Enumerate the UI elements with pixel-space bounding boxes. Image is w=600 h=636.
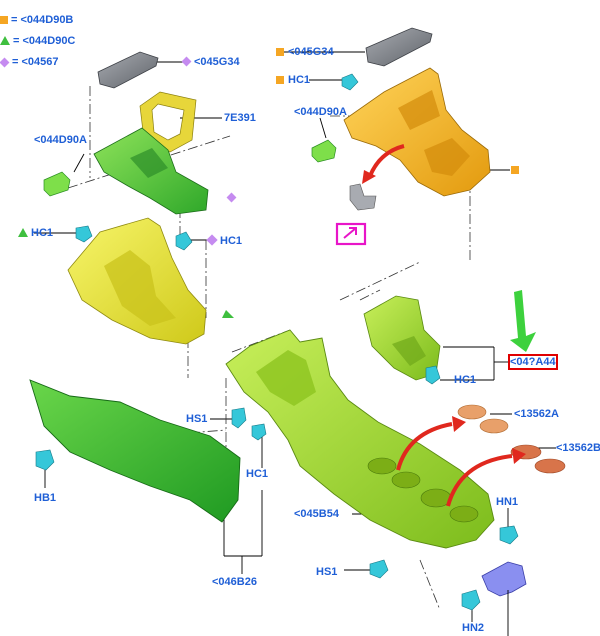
triangle-legend-icon <box>0 36 10 45</box>
red-arrow-low-icon <box>446 454 513 507</box>
triangle-marker-icon <box>222 310 234 318</box>
label-hs1-bottom[interactable]: HS1 <box>316 566 338 578</box>
clip-hc1-lower-icon <box>425 365 441 385</box>
green-side-panel <box>29 379 241 523</box>
label-045b54[interactable]: <045B54 <box>294 508 339 520</box>
label-045g34-right[interactable]: <045G34 <box>288 46 334 58</box>
leader-lines <box>34 51 556 622</box>
square-marker-icon <box>276 76 284 84</box>
legend-label: = <044D90B <box>11 14 74 26</box>
pad-13562a <box>457 404 509 434</box>
legend-square: = <044D90B <box>0 14 73 26</box>
green-pointer-arrow-icon <box>510 290 536 352</box>
screw-hs1-bottom-icon <box>369 559 389 579</box>
red-arrow-mid-icon <box>396 422 453 471</box>
red-arrow-top-icon <box>368 144 405 177</box>
label-044d90a-left[interactable]: <044D90A <box>34 134 87 146</box>
diamond-marker-icon <box>181 56 192 67</box>
orange-trim-cutout <box>398 90 440 130</box>
grey-lid-right <box>365 27 433 67</box>
label-hn1[interactable]: HN1 <box>496 496 519 508</box>
grey-switch-part <box>349 183 377 211</box>
red-arrow-head-icon <box>452 416 466 432</box>
pocket-opening <box>392 336 426 366</box>
screw-hb1-icon <box>35 449 55 471</box>
square-marker-icon <box>276 48 284 56</box>
label-7e391[interactable]: 7E391 <box>224 112 256 124</box>
diamond-marker-icon <box>226 192 237 203</box>
label-045g34-left[interactable]: <045G34 <box>194 56 240 68</box>
clip-hc1-left-icon <box>75 225 93 243</box>
red-arrow-head-icon <box>362 170 376 184</box>
label-hb1[interactable]: HB1 <box>34 492 57 504</box>
square-legend-icon <box>0 16 8 24</box>
clip-hn2-icon <box>461 589 481 611</box>
label-hs1-top[interactable]: HS1 <box>186 413 208 425</box>
diamond-marker-icon <box>206 234 218 246</box>
green-switch-left <box>43 171 71 197</box>
label-13562a[interactable]: <13562A <box>514 408 559 420</box>
grey-lid-left <box>97 51 159 89</box>
orange-trim-opening <box>424 138 470 176</box>
blue-mounting-bracket <box>481 561 527 597</box>
label-hc1-right[interactable]: HC1 <box>288 74 311 86</box>
green-switch-right <box>311 139 337 163</box>
label-hn2[interactable]: HN2 <box>462 622 485 634</box>
magenta-detail-box <box>335 222 367 246</box>
clip-hc1-vert-icon <box>251 423 267 441</box>
diamond-legend-icon <box>0 57 10 68</box>
console-bracket <box>256 350 316 406</box>
label-046b26[interactable]: <046B26 <box>212 576 257 588</box>
cup-holder-4 <box>449 505 479 523</box>
label-hc1-left[interactable]: HC1 <box>18 227 53 239</box>
label-hc1-mid[interactable]: HC1 <box>220 235 243 247</box>
screw-hs1-top-icon <box>231 407 247 429</box>
label-text: HC1 <box>31 227 54 239</box>
triangle-marker-icon <box>18 228 28 237</box>
bezel-opening <box>130 148 168 178</box>
label-hc1-lower[interactable]: HC1 <box>454 374 477 386</box>
label-13562b[interactable]: <13562B <box>556 442 600 454</box>
legend-label: = <04567 <box>12 56 59 68</box>
red-arrow-head-icon <box>512 448 526 464</box>
label-hc1-vertical[interactable]: HC1 <box>246 468 269 480</box>
label-044d90a-right[interactable]: <044D90A <box>294 106 347 118</box>
label-04-a44-highlighted[interactable]: <04?A44 <box>508 354 558 370</box>
clip-hc1-mid-icon <box>175 231 193 251</box>
square-marker-icon <box>511 166 519 174</box>
yellow-trim-opening <box>104 250 176 326</box>
legend-diamond: = <04567 <box>0 56 59 68</box>
magenta-arrow-icon <box>343 227 357 239</box>
legend-label: = <044D90C <box>13 35 76 47</box>
cup-holder-2 <box>391 471 421 489</box>
cup-holder-1 <box>367 457 397 475</box>
clip-hc1-right-icon <box>341 73 359 91</box>
clip-hn1-icon <box>499 525 519 545</box>
legend-triangle: = <044D90C <box>0 35 75 47</box>
